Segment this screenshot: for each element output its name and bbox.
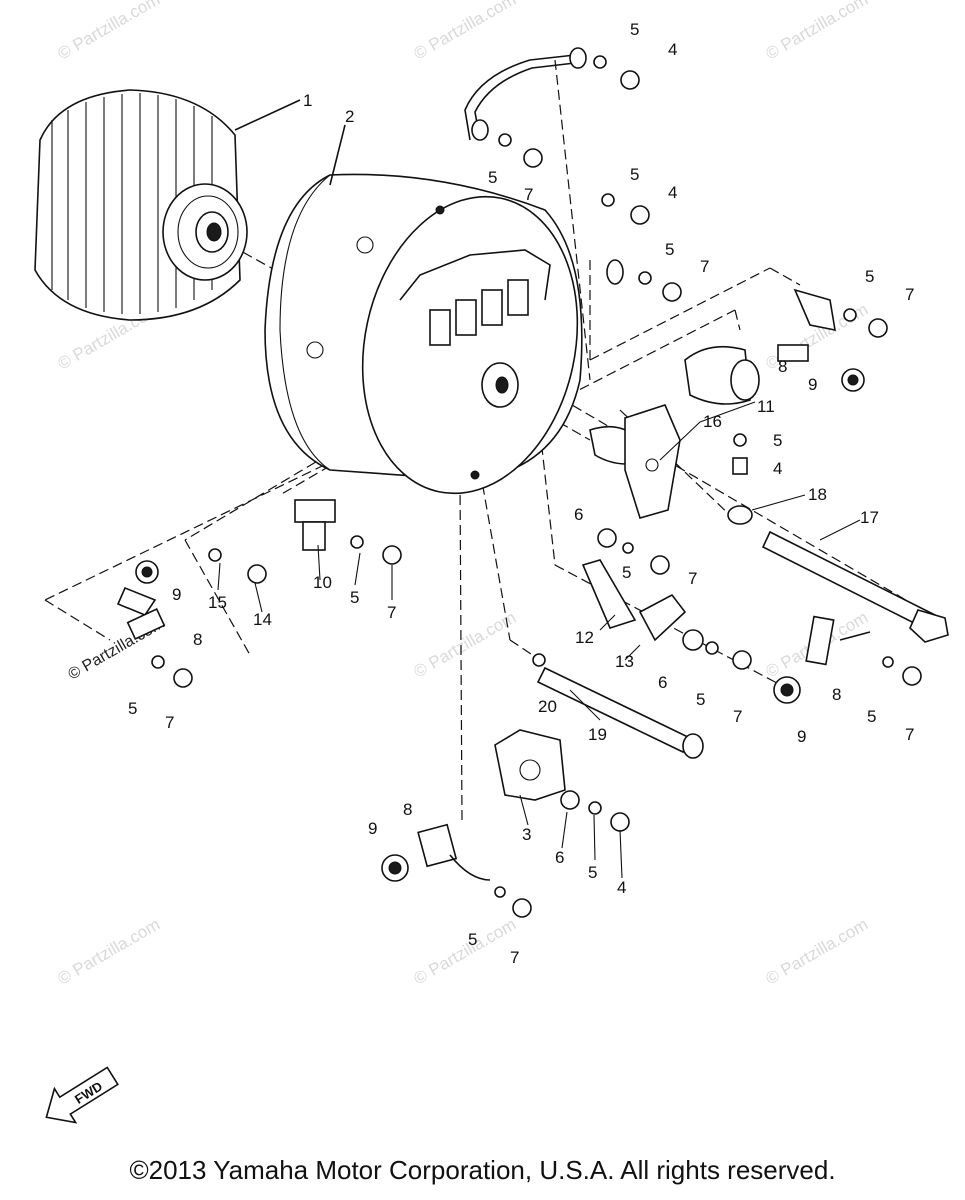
callout-6: 6 [555,848,564,867]
wire-harness [464,47,587,141]
callout-5: 5 [588,863,597,882]
callout-12: 12 [575,628,594,647]
callout-9: 9 [808,375,817,394]
callout-13: 13 [615,652,634,671]
brush-assemblies [116,288,871,882]
callout-17: 17 [860,508,879,527]
callout-5: 5 [665,240,674,259]
callout-5: 5 [488,168,497,187]
callout-11: 11 [757,397,775,416]
through-bolts [536,530,949,759]
callout-7: 7 [905,725,914,744]
callout-5: 5 [867,707,876,726]
hardware [151,55,922,918]
callout-10: 10 [313,573,332,592]
watermark: © Partzilla.com [763,0,872,63]
callout-7: 7 [165,713,174,732]
callout-16: 16 [703,412,722,431]
callout-8: 8 [778,357,787,376]
callout-19: 19 [588,725,607,744]
leader-lines [217,401,861,879]
callout-5: 5 [773,431,782,450]
callout-7: 7 [700,257,709,276]
callout-5: 5 [128,699,137,718]
callout-18: 18 [808,485,827,504]
callout-7: 7 [510,948,519,967]
callout-5: 5 [468,930,477,949]
watermark: © Partzilla.com [763,915,872,989]
callout-5: 5 [630,165,639,184]
callout-8: 8 [193,630,202,649]
callout-3: 3 [522,825,531,844]
callout-6: 6 [658,673,667,692]
callout-9: 9 [797,727,806,746]
copyright-notice: ©2013 Yamaha Motor Corporation, U.S.A. A… [129,1155,836,1185]
callout-7: 7 [905,285,914,304]
watermark: © Partzilla.com [55,0,164,63]
callouts: 1 2 5 4 5 7 5 4 5 7 5 7 8 9 11 16 5 4 18… [128,20,914,967]
callout-5: 5 [622,563,631,582]
fwd-arrow: FWD [45,1066,119,1124]
callout-2: 2 [345,107,354,126]
watermark: © Partzilla.com [55,915,164,989]
callout-20: 20 [538,697,557,716]
callout-7: 7 [387,603,396,622]
callout-8: 8 [403,800,412,819]
watermark: © Partzilla.com [411,915,520,989]
callout-8: 8 [832,685,841,704]
callout-4: 4 [773,459,782,478]
callout-1: 1 [303,91,312,110]
callout-9: 9 [368,819,377,838]
callout-5: 5 [630,20,639,39]
callout-5: 5 [865,267,874,286]
callout-5: 5 [696,690,705,709]
callout-6: 6 [574,505,583,524]
callout-4: 4 [617,878,626,897]
callout-7: 7 [524,185,533,204]
housing-part [264,124,583,495]
callout-5: 5 [350,588,359,607]
callout-7: 7 [688,569,697,588]
callout-4: 4 [668,183,677,202]
callout-4: 4 [668,40,677,59]
callout-14: 14 [253,610,272,629]
callout-7: 7 [733,707,742,726]
callout-9: 9 [172,585,181,604]
watermark: © Partzilla.com [411,0,520,63]
rotor-part [34,89,301,321]
callout-15: 15 [208,593,227,612]
watermark: © Partzilla.com [411,608,520,682]
